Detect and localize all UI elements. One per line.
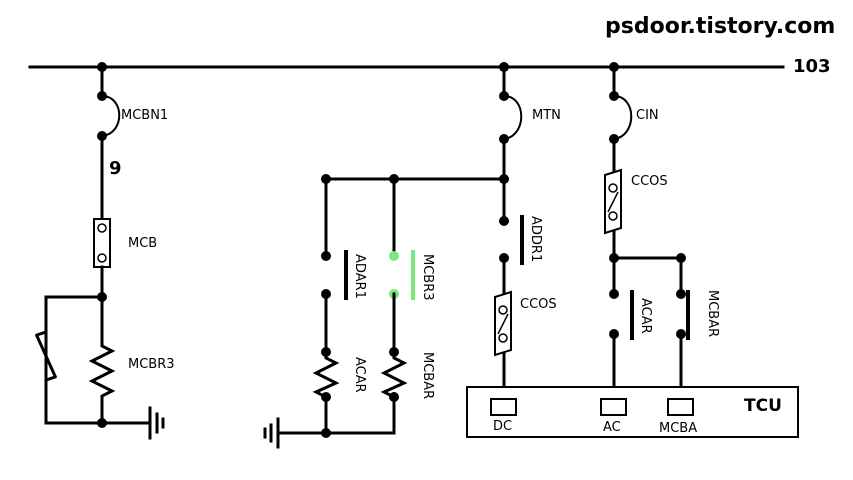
label-ccos-mid: CCOS [520,297,557,312]
tcu-title: TCU [744,396,782,416]
label-mcbar-contact: MCBAR [705,290,720,337]
tcu-terminal-mcba-label: MCBA [659,421,697,436]
label-mcbn1: MCBN1 [121,108,168,123]
coil-mcbr3-left [88,338,116,425]
label-mcbar-coil: MCBAR [420,352,435,399]
label-mtn: MTN [532,108,561,123]
site-title: psdoor.tistory.com [605,14,835,39]
tcu-terminal-ac-label: AC [603,420,621,435]
wire-number-103: 103 [793,56,831,77]
label-addr1: ADDR1 [528,216,543,262]
left-branch: MCBN1 9 MCB MCBR3 [35,62,175,440]
label-ccos-right: CCOS [631,174,668,189]
tcu-terminal-dc [490,398,517,416]
tcu-terminal-dc-label: DC [493,419,512,434]
breaker-mtn [503,95,523,140]
label-mcb: MCB [128,236,157,251]
label-mcbr3-left: MCBR3 [128,357,175,372]
right-branch: CIN CCOS ACAR MCBAR [604,62,720,402]
label-acar-coil: ACAR [352,357,367,393]
middle-branch: MTN ADAR1 ACAR MCBR3 MCBAR [263,62,561,449]
tcu-terminal-ac [600,398,627,416]
breaker-cin [613,95,633,140]
node-number-9: 9 [109,158,122,179]
label-adar1: ADAR1 [352,254,367,299]
label-mcbr3-green: MCBR3 [420,254,435,301]
tcu-box: TCU DC AC MCBA [466,386,799,438]
coil-acar [312,350,340,400]
breaker-mcbn1 [101,95,121,137]
coil-mcbar [380,350,408,400]
tcu-terminal-mcba [667,398,694,416]
label-acar-contact: ACAR [638,298,653,334]
label-cin: CIN [636,108,659,123]
